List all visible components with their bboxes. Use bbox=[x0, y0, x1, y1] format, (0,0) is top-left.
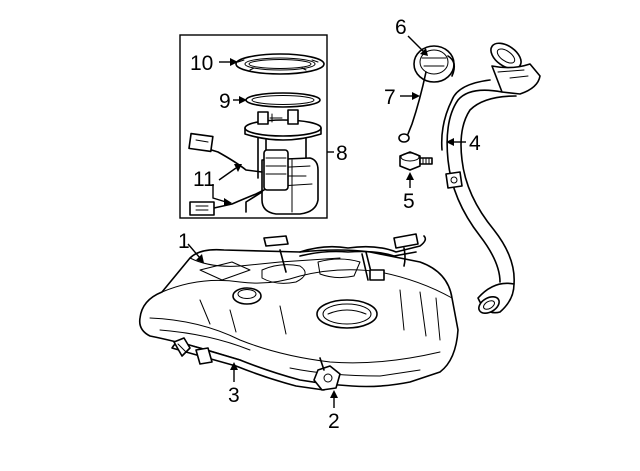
fuel-tank-part bbox=[138, 233, 459, 388]
callout-10: 10 bbox=[190, 52, 213, 75]
callout-8: 8 bbox=[336, 142, 348, 165]
tank-strap-part bbox=[171, 337, 327, 391]
callout-11: 11 bbox=[193, 168, 215, 191]
callout-7: 7 bbox=[384, 86, 396, 109]
callout-9: 9 bbox=[219, 90, 231, 113]
bolt-part bbox=[399, 151, 433, 171]
callout-3: 3 bbox=[228, 384, 240, 407]
cap-tether-part bbox=[398, 71, 427, 143]
callout-2: 2 bbox=[328, 410, 340, 433]
callout-1: 1 bbox=[178, 230, 190, 253]
fuel-cap-part bbox=[413, 45, 456, 83]
inset-box bbox=[179, 34, 328, 219]
strap-bolt-part bbox=[313, 357, 341, 391]
filler-pipe-part bbox=[440, 42, 541, 314]
lock-ring-part bbox=[235, 53, 325, 75]
callout-5: 5 bbox=[403, 190, 415, 213]
fuel-pump-module bbox=[188, 109, 322, 216]
callout-4: 4 bbox=[469, 132, 481, 155]
callout-6: 6 bbox=[395, 16, 407, 39]
seal-part bbox=[245, 92, 321, 108]
